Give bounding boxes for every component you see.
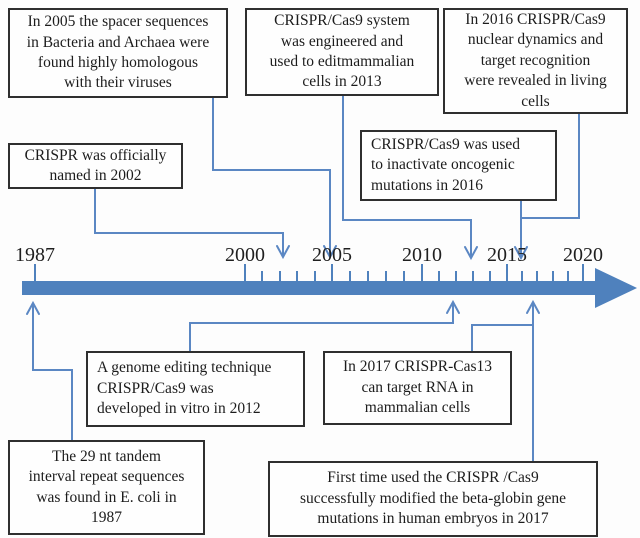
connector-cas13-2017 [471, 324, 532, 351]
event-box-cas13-2017: In 2017 CRISPR-Cas13 can target RNA in m… [323, 351, 512, 425]
connector-oncogenic-2016-arrowhead [514, 246, 528, 261]
connector-engineered-2013-arrowhead [464, 246, 478, 261]
year-label-1987: 1987 [15, 244, 55, 266]
connector-spacer-2005-arrowhead [323, 245, 337, 260]
connector-ecoli-1987-arrowhead [26, 300, 40, 315]
connector-spacer-2005 [212, 98, 331, 257]
year-label-2015: 2015 [487, 244, 527, 266]
timeline-arrowhead [595, 268, 637, 308]
event-box-engineered-2013: CRISPR/Cas9 system was engineered and us… [245, 8, 439, 96]
connector-embryos-2017-arrowhead [526, 299, 540, 314]
event-box-embryos-2017: First time used the CRISPR /Cas9 success… [268, 461, 598, 537]
event-box-nuclear-dynamics-2016: In 2016 CRISPR/Cas9 nuclear dynamics and… [443, 8, 628, 114]
event-box-named-2002: CRISPR was officially named in 2002 [8, 143, 183, 189]
connector-engineered-2013 [342, 96, 472, 258]
year-label-2000: 2000 [225, 244, 265, 266]
timeline-bar [22, 281, 596, 295]
event-box-oncogenic-2016: CRISPR/Cas9 was used to inactivate oncog… [360, 130, 557, 201]
year-label-2020: 2020 [563, 244, 603, 266]
connector-invitro-2012 [189, 302, 454, 351]
event-box-in-vitro-2012: A genome editing technique CRISPR/Cas9 w… [86, 351, 305, 427]
connector-invitro-2012-arrowhead [446, 299, 460, 314]
year-label-2010: 2010 [402, 244, 442, 266]
connector-ecoli-1987 [32, 303, 73, 440]
year-label-2005: 2005 [312, 244, 352, 266]
connector-named-2002-arrowhead [276, 245, 290, 260]
connector-named-2002 [94, 189, 284, 257]
event-box-ecoli-1987: The 29 nt tandem interval repeat sequenc… [8, 440, 205, 535]
connector-nuclear-2016 [522, 114, 580, 219]
event-box-spacer-2005: In 2005 the spacer sequences in Bacteria… [8, 8, 228, 98]
